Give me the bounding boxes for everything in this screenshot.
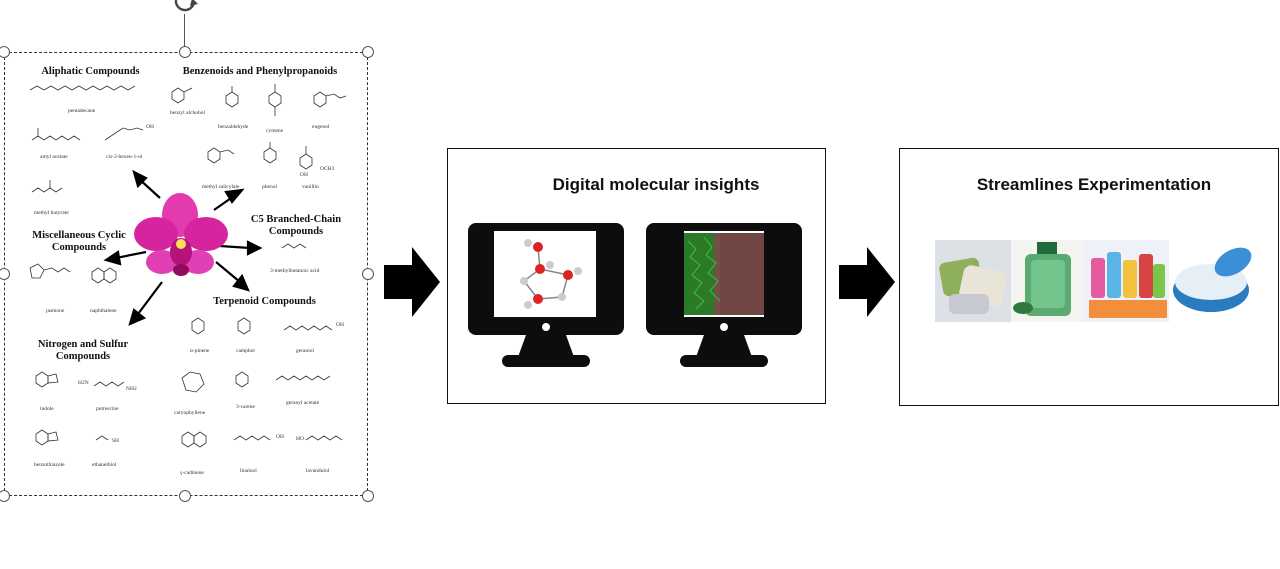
atom-h2n-putrescine: H2N [78, 380, 89, 386]
label-alpha-pinene: α-pinene [190, 348, 210, 354]
atom-oh-linalool: OH [276, 434, 284, 440]
label-vanillin: vanillin [302, 184, 319, 190]
rotate-handle-stem [184, 14, 186, 52]
resize-handle-bottom-right[interactable] [362, 490, 374, 502]
geranyl-acetate-structure [275, 375, 331, 381]
label-methyl-salicylate: methyl salicylate [202, 184, 240, 190]
perfume-image [1011, 240, 1085, 322]
alpha-pinene-structure [191, 317, 205, 335]
chemical-structures [29, 84, 347, 448]
cymene-structure [268, 91, 282, 108]
methyl-salicylate-structure [207, 147, 221, 164]
label-geranyl-acetate: geranyl acetate [286, 400, 320, 406]
label-cadinene: γ-cadinene [180, 470, 204, 476]
category-aliphatic: Aliphatic Compounds [41, 66, 140, 77]
category-terpenoid: Terpenoid Compounds [213, 296, 316, 307]
label-carene: 3-carene [236, 404, 255, 410]
methylbutanoic-structure [281, 243, 307, 249]
cis-hexenol-structure [104, 127, 144, 141]
monitor-simulation-icon [646, 223, 802, 367]
rotate-handle-icon[interactable] [168, 0, 202, 20]
label-caryophyllene: caryophyllene [174, 410, 206, 416]
label-geraniol: geraniol [296, 348, 315, 354]
atom-oh-hexenol: OH [146, 124, 154, 130]
label-pentadecane: pentadecane [68, 108, 96, 114]
label-lavandulol: lavandulol [306, 468, 330, 474]
label-methyl-butyrate: methyl butyrate [34, 210, 69, 216]
label-indole: indole [40, 406, 54, 412]
phenol-structure [263, 147, 277, 164]
cadinene-structure [181, 431, 195, 448]
atom-och3-vanillin: OCH3 [320, 166, 335, 172]
label-linalool: linalool [240, 468, 257, 474]
digital-insights-panel: Digital molecular insights [447, 148, 826, 404]
soap-image [935, 240, 1011, 322]
eugenol-structure [313, 91, 327, 108]
label-ethanethiol: ethanethiol [92, 462, 117, 468]
atom-sh-ethanethiol: SH [112, 438, 120, 444]
cleaning-products-image [1085, 240, 1169, 322]
flow-arrow-1-icon [384, 247, 440, 317]
resize-handle-left[interactable] [0, 268, 10, 280]
methyl-butyrate-structure [31, 187, 63, 193]
experimentation-title: Streamlines Experimentation [976, 175, 1212, 194]
products-photo-strip [935, 240, 1255, 322]
label-putrescine: putrescine [96, 406, 119, 412]
putrescine-structure [93, 381, 125, 387]
label-phenol: phenol [262, 184, 277, 190]
label-methylbutanoic: 3-methylbutanoic acid [270, 268, 320, 274]
resize-handle-right[interactable] [362, 268, 374, 280]
label-benzyl-alcohol: benzyl alchohol [170, 110, 205, 116]
label-benzaldehyde: benzaldehyde [218, 124, 249, 130]
atom-oh-vanillin: OH [300, 172, 308, 178]
resize-handle-top-left[interactable] [0, 46, 10, 58]
label-benzothiazole: benzothiazole [34, 462, 65, 468]
resize-handle-bottom-left[interactable] [0, 490, 10, 502]
experimentation-panel: Streamlines Experimentation [899, 148, 1279, 406]
atom-oh-geraniol: OH [336, 322, 344, 328]
left-figure[interactable]: Aliphatic Compounds Benzenoids and Pheny… [0, 0, 380, 510]
naphthalene-structure [91, 267, 105, 284]
atom-nh2-putrescine: NH2 [126, 386, 137, 392]
resize-handle-bottom[interactable] [179, 490, 191, 502]
label-camphor: camphor [236, 348, 256, 354]
flow-arrow-2-icon [839, 247, 895, 317]
geraniol-structure [283, 325, 333, 331]
label-jasmone: jasmone [46, 308, 65, 314]
cream-jar-image [1169, 240, 1255, 322]
monitor-molecule-icon [468, 223, 624, 367]
digital-insights-title: Digital molecular insights [552, 175, 760, 194]
benzaldehyde-structure [225, 91, 239, 108]
amyl-acetate-structure [31, 135, 81, 141]
jasmone-structure [29, 263, 45, 279]
ethanethiol-structure [95, 435, 109, 441]
label-eugenol: eugenol [312, 124, 330, 130]
resize-handle-top[interactable] [179, 46, 191, 58]
label-amyl-acetate: amyl acetate [40, 154, 68, 160]
camphor-structure [237, 317, 251, 335]
benzyl-alcohol-structure [171, 87, 185, 104]
category-misc-cyclic: Miscellaneous Cyclic Compounds [32, 230, 126, 253]
lavandulol-structure [305, 435, 343, 441]
category-nitrogen-sulfur: Nitrogen and Sulfur Compounds [37, 339, 129, 362]
linalool-structure [233, 435, 271, 441]
benzothiazole-structure [35, 429, 49, 446]
pentadecane-structure [29, 85, 136, 91]
caryophyllene-structure [181, 371, 205, 393]
label-cymene: cymene [266, 128, 284, 134]
category-c5-branched: C5 Branched-Chain Compounds [250, 214, 342, 237]
category-benzenoids: Benzenoids and Phenylpropanoids [182, 66, 338, 77]
vanillin-structure [299, 153, 313, 170]
resize-handle-top-right[interactable] [362, 46, 374, 58]
indole-structure [35, 371, 49, 388]
atom-ho-lavandulol: HO [296, 436, 304, 442]
label-cis-hexenol: cis-3-hexen-1-ol [106, 154, 143, 160]
orchid-flower [134, 193, 228, 276]
label-naphthalene: naphthalene [90, 308, 117, 314]
carene-structure [235, 371, 249, 388]
